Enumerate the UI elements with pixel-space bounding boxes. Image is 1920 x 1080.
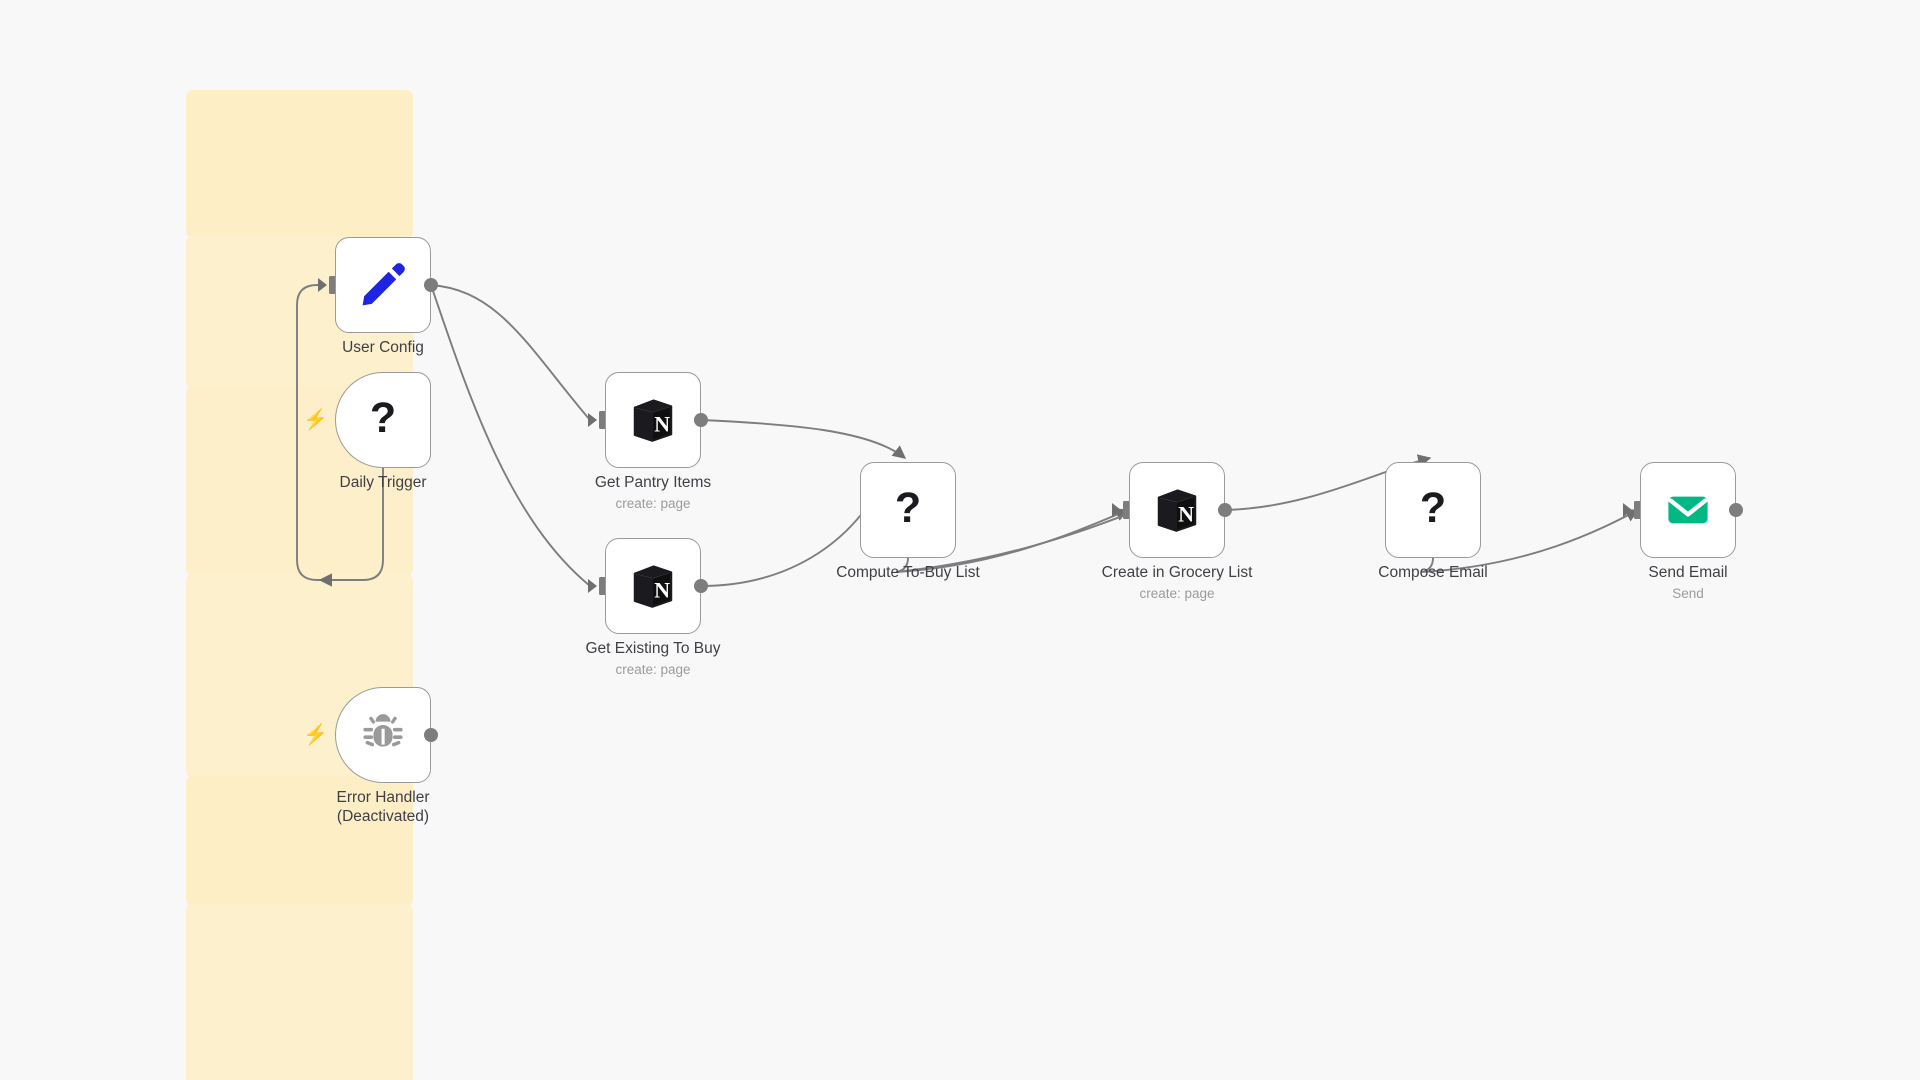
- input-arrow-icon: [1623, 503, 1632, 517]
- svg-text:N: N: [654, 578, 670, 603]
- sticky-note-panel[interactable]: [186, 90, 413, 238]
- bug-icon: [363, 714, 403, 747]
- edge-user-config-to-get-existing-to-buy: [430, 284, 591, 587]
- lightning-bolt-icon: ⚡: [303, 409, 328, 431]
- node-label: Error Handler (Deactivated): [336, 789, 430, 825]
- input-arrow-icon: [318, 278, 327, 292]
- node-body[interactable]: [335, 237, 431, 333]
- node-body[interactable]: ?: [1385, 462, 1481, 558]
- node-body[interactable]: ?: [335, 372, 431, 468]
- node-label: Create in Grocery List: [1101, 564, 1253, 581]
- node-sublabel: Send: [1672, 586, 1704, 601]
- question-mark-icon: ?: [894, 484, 922, 532]
- node-sublabel: create: page: [615, 496, 691, 511]
- node-body[interactable]: N: [1129, 462, 1225, 558]
- input-port[interactable]: [599, 577, 606, 595]
- node-label: Get Existing To Buy: [585, 640, 721, 657]
- input-arrow-icon: [588, 413, 597, 427]
- sticky-note-stack[interactable]: [186, 90, 413, 1080]
- output-port[interactable]: [1729, 503, 1743, 517]
- question-mark-icon: ?: [1419, 484, 1447, 532]
- node-body[interactable]: [335, 687, 431, 783]
- svg-text:N: N: [1178, 502, 1194, 527]
- input-port[interactable]: [599, 411, 606, 429]
- output-port[interactable]: [1218, 503, 1232, 517]
- notion-icon: N: [633, 565, 673, 608]
- node-body[interactable]: N: [605, 538, 701, 634]
- output-port[interactable]: [694, 579, 708, 593]
- lightning-bolt-icon: ⚡: [303, 724, 328, 746]
- sticky-note-panel[interactable]: [186, 904, 413, 1080]
- node-label: Daily Trigger: [339, 474, 427, 491]
- output-port[interactable]: [424, 278, 438, 292]
- node-label: Compute To-Buy List: [836, 564, 980, 581]
- input-arrow-icon: [1112, 503, 1121, 517]
- node-label: Send Email: [1648, 564, 1728, 581]
- output-port[interactable]: [424, 728, 438, 742]
- node-sublabel: create: page: [1139, 586, 1215, 601]
- output-port[interactable]: [694, 413, 708, 427]
- node-body[interactable]: ?: [860, 462, 956, 558]
- input-port[interactable]: [329, 276, 336, 294]
- sticky-note-panel[interactable]: [186, 776, 413, 906]
- input-port[interactable]: [1634, 501, 1641, 519]
- pencil-icon: [362, 263, 405, 306]
- node-label: Get Pantry Items: [594, 474, 712, 491]
- edge-get-pantry-items-to-compute: [700, 419, 907, 459]
- node-label: User Config: [342, 339, 424, 356]
- notion-icon: N: [1157, 489, 1197, 532]
- node-body[interactable]: [1640, 462, 1736, 558]
- input-arrow-icon: [588, 579, 597, 593]
- input-port[interactable]: [1123, 501, 1130, 519]
- node-body[interactable]: N: [605, 372, 701, 468]
- notion-icon: N: [633, 399, 673, 442]
- svg-text:N: N: [654, 412, 670, 437]
- envelope-icon: [1668, 496, 1708, 524]
- question-mark-icon: ?: [369, 394, 397, 442]
- node-sublabel: create: page: [615, 662, 691, 677]
- node-label: Compose Email: [1378, 564, 1488, 581]
